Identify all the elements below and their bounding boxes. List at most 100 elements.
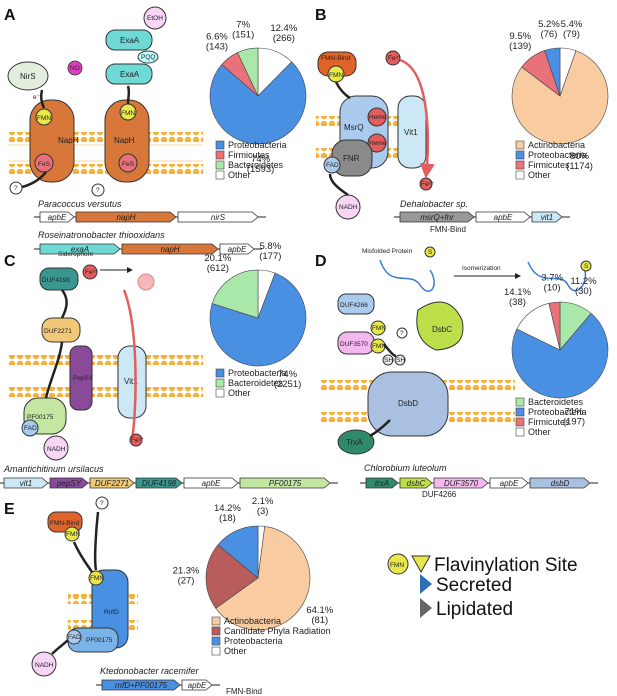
isomerization-label: Isomerization [462,265,501,272]
pie-data-label: 5.4%(79) [561,19,583,40]
legend-swatch [215,140,225,150]
panel-label-a: A [4,7,16,24]
pie-chart-a: 12.4%(266)74%(1593)6.6%(143)7%(151) [206,20,307,175]
key-fmn-icon [387,553,409,575]
panel-a: A NirS NO NapH FMN FeS ? e⁻ NapH FMN FeS… [4,6,307,255]
fes-cluster-a2 [118,153,138,173]
legend-a: ProteobacteriaFirmicutesBacteroidetesOth… [215,140,287,180]
legend-swatch [215,150,225,160]
fmn-bind-note-b: FMN-Bind [430,225,466,234]
legend-entry: Proteobacteria [224,636,283,646]
panel-label-c: C [4,253,16,270]
nadh-c [43,435,69,461]
siderophore-label: Siderophore [58,251,94,258]
gene-arrow [183,477,239,489]
pie-slice-proteobacteria [511,312,609,399]
ferric-ion-b [385,50,401,66]
legend-entry: Proteobacteria [528,407,587,417]
legend-entry: Other [528,170,551,180]
gene-label: napH [160,245,179,254]
gene-arrow [49,477,89,489]
legend-swatch [515,160,525,170]
legend-swatch [515,397,525,407]
fe3-label-b: Fe³⁺ [388,55,402,62]
fe2-label-c: Fe²⁺ [131,437,145,444]
gene-label: apbE [188,681,207,690]
pie-slice-proteobacteria [217,525,259,579]
ethanol-molecule [143,6,167,30]
gene-arrow [489,477,529,489]
fmn-bind-label-e: FMN-Bind [50,520,80,527]
pepsy-label: PepSY [73,375,94,382]
pie-slice-bacteroidetes [237,47,259,97]
legend-entry: Proteobacteria [228,368,287,378]
gene-label: exaA [71,245,89,254]
gene-label: PF00175 [269,479,302,488]
vit1-label-b: Vit1 [404,128,418,137]
unknown-e [95,496,109,510]
membrane-inner-c [8,387,203,397]
gene-label: napH [116,213,135,222]
legend-swatch [211,646,221,656]
panel-label-d: D [315,253,327,270]
duf2271-label: DUF2271 [44,328,72,335]
sulfur-label-2: S [584,263,589,270]
fmn-label-a1: FMN [37,115,51,122]
exaa-label-2: ExaA [120,70,140,79]
pie-data-label: 64.1%(81) [306,605,333,626]
legend-entry: Other [228,388,251,398]
legend-swatch [515,407,525,417]
duf4198-label: DUF4198 [42,277,70,284]
rnfd-label: RnfD [104,609,119,616]
vit1-transporter-b [397,95,427,169]
trxa-label: TrxA [346,438,363,447]
gene-arrow [219,243,255,255]
legend-entry: Actinobacteria [528,140,585,150]
organism-a1: Paracoccus versutus [38,199,122,209]
key-fmn-label: FMN [390,562,404,569]
fes-cluster-a1 [34,153,54,173]
gene-arrow [181,679,213,691]
fmn-cofactor-e2 [88,570,104,586]
etoh-label: EtOH [147,15,163,22]
gene-arrow [177,211,259,223]
duf4266-note: DUF4266 [422,490,457,499]
ferrous-ion-c [129,433,143,447]
legend-entry: Firmicutes [228,150,270,160]
sulfur-atom-2 [580,260,592,272]
pie-data-label: 9.5%(139) [509,31,531,52]
legend-entry: Firmicutes [528,417,570,427]
legend-entry: Firmicutes [528,160,570,170]
legend-entry: Bacteroidetes [228,160,284,170]
unknown-a1: ? [14,185,18,192]
dsbc-label: DsbC [432,325,452,334]
legend-swatch [515,170,525,180]
gene-label: dsbD [551,479,570,488]
pie-data-label: 3.7%(10) [541,272,563,293]
exaa-protein-1 [105,29,153,51]
naph-label-2: NapH [114,136,135,145]
heme-2 [367,133,387,153]
gene-label: dsbC [407,479,426,488]
organism-c: Amantichitinum ursilacus [3,464,104,474]
gene-arrow [531,211,563,223]
gene-arrow [3,477,49,489]
gene-arrow [475,211,531,223]
fad-label-b: FAD [326,162,339,169]
thiol-label-1: SH [384,357,393,364]
dsbd-protein [367,371,449,437]
pie-data-label: 7%(151) [232,20,254,41]
panel-label-e: E [4,501,15,518]
heme-label-1: Heme [369,114,387,121]
fad-cofactor-c [21,419,39,437]
legend-swatch [211,626,221,636]
pie-slice-proteobacteria [544,47,561,97]
pie-data-label: 71%(197) [563,407,585,428]
legend-swatch [515,150,525,160]
unknown-a2: ? [96,187,100,194]
gene-label: DUF3570 [444,479,479,488]
gene-label: DUF4198 [142,479,177,488]
gene-label: apbE [500,479,519,488]
